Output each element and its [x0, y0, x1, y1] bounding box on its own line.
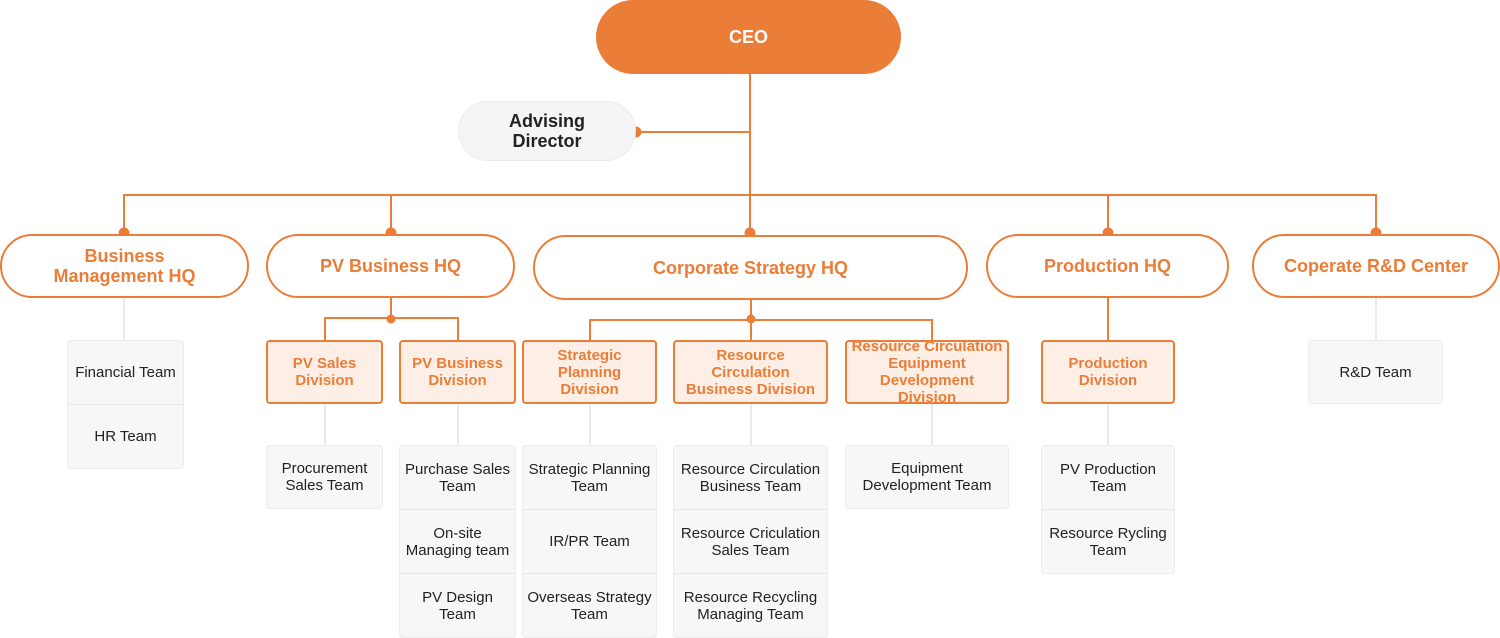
team-group-pv-business: Purchase Sales Team On-site Managing tea…: [399, 445, 516, 638]
team-group-resource-circulation-equipment: Equipment Development Team: [845, 445, 1009, 509]
team-item: IR/PR Team: [523, 509, 656, 573]
hq-production: Production HQ: [986, 234, 1229, 298]
team-group-rnd: R&D Team: [1308, 340, 1443, 404]
team-item: Strategic Planning Team: [528, 460, 651, 495]
connector-strategy-divisions: [589, 300, 933, 340]
division-resource-circulation-business: Resource Circulation Business Division: [673, 340, 828, 404]
team-item: HR Team: [68, 404, 183, 468]
connector-hq-bus: [123, 194, 1377, 232]
team-item: Resource Circulation Business Team: [680, 460, 821, 495]
junction-dot: [746, 314, 756, 324]
ceo-node: CEO: [596, 0, 901, 74]
team-item: Purchase Sales Team: [404, 460, 511, 495]
team-item: Procurement Sales Team: [281, 460, 368, 494]
division-resource-circulation-equipment: Resource Circulation Equipment Developme…: [845, 338, 1009, 406]
hq-rnd-center: Coperate R&D Center: [1252, 234, 1500, 298]
team-group-strategic-planning: Strategic Planning Team IR/PR Team Overs…: [522, 445, 657, 638]
team-item: On-site Managing team: [400, 509, 515, 573]
advising-director-node: Advising Director: [458, 101, 636, 161]
team-group-business-management: Financial Team HR Team: [67, 340, 184, 469]
team-item: PV Production Team: [1060, 460, 1156, 495]
team-item: R&D Team: [1339, 363, 1412, 381]
hq-business-management: Business Management HQ: [0, 234, 249, 298]
team-item: Overseas Strategy Team: [523, 573, 656, 637]
junction-dot: [386, 314, 396, 324]
team-item: Resource Criculation Sales Team: [674, 509, 827, 573]
team-item: Equipment Development Team: [862, 460, 992, 494]
hq-corporate-strategy: Corporate Strategy HQ: [533, 235, 968, 300]
team-item: Financial Team: [75, 364, 176, 381]
hq-pv-business: PV Business HQ: [266, 234, 515, 298]
team-item: Resource Recycling Managing Team: [674, 573, 827, 637]
division-pv-sales: PV Sales Division: [266, 340, 383, 404]
team-item: Resource Rycling Team: [1042, 509, 1174, 573]
team-group-pv-sales: Procurement Sales Team: [266, 445, 383, 509]
team-group-production: PV Production Team Resource Rycling Team: [1041, 445, 1175, 574]
division-production: Production Division: [1041, 340, 1175, 404]
division-strategic-planning: Strategic Planning Division: [522, 340, 657, 404]
division-pv-business: PV Business Division: [399, 340, 516, 404]
team-group-resource-circulation-business: Resource Circulation Business Team Resou…: [673, 445, 828, 638]
team-item: PV Design Team: [400, 573, 515, 637]
